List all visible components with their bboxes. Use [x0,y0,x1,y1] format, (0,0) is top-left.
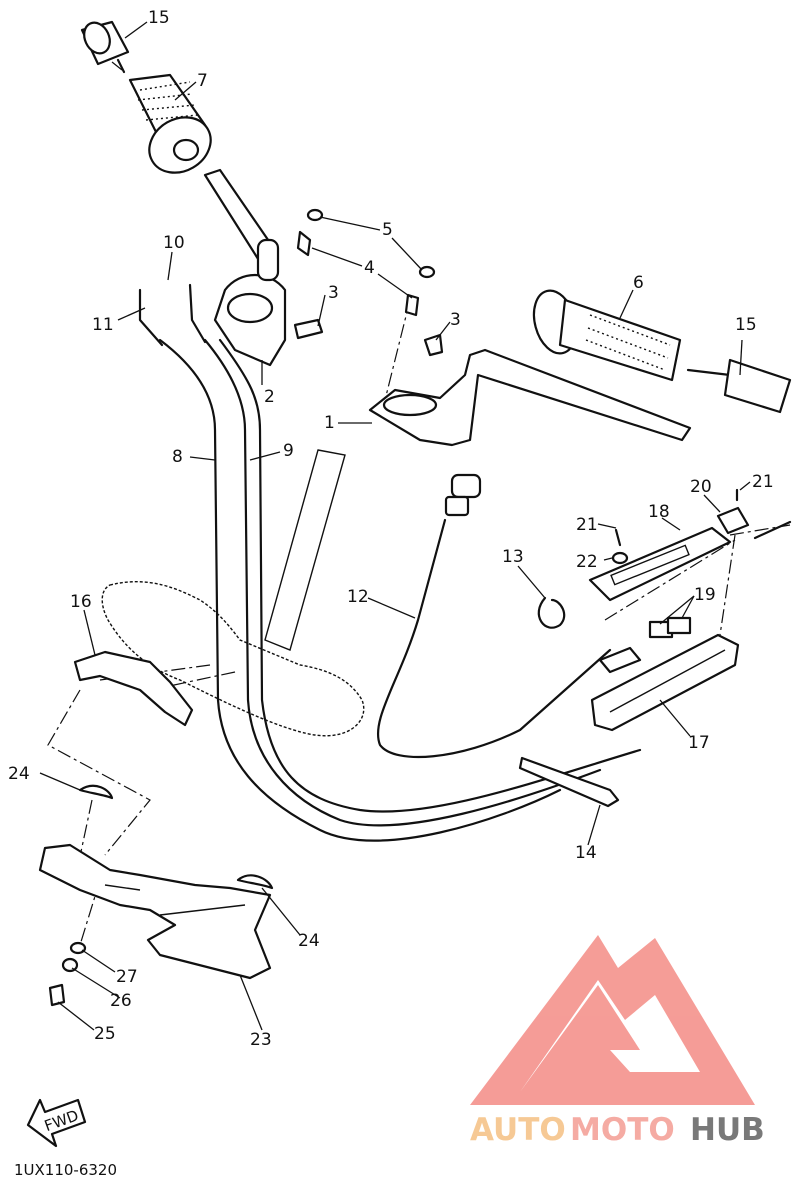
label-19: 19 [694,585,716,605]
label-12: 12 [347,587,369,607]
fasteners [48,941,87,1007]
label-10: 10 [163,233,185,253]
watermark-hub: HUB [690,1112,765,1148]
label-22: 22 [576,552,598,572]
label-26: 26 [110,991,132,1011]
label-21-left: 21 [576,515,598,535]
throttle-grip [128,73,212,174]
cable-clip [537,596,566,629]
label-16: 16 [70,592,92,612]
assembly-lines [47,61,791,946]
label-4: 4 [364,258,375,278]
label-3-upper: 3 [328,283,339,303]
watermark-moto: MOTO [570,1112,675,1148]
choke-cable [376,473,612,759]
switch-contacts [648,616,692,639]
grip-end-weight-left [80,20,130,74]
frame-tube [264,449,346,651]
label-6: 6 [633,273,644,293]
label-27: 27 [116,967,138,987]
label-1: 1 [324,413,335,433]
label-21-right: 21 [752,472,774,492]
switch-housing [590,633,740,732]
handlebar [368,348,692,447]
automotohub-logo: AUTO MOTO HUB [470,935,765,1148]
label-17: 17 [688,733,710,753]
logo-mark [470,935,755,1105]
cable-tie [518,756,620,808]
throttle-cables [138,283,642,842]
label-15-right: 15 [735,315,757,335]
lower-cover [38,843,272,980]
grip-end-weight-right [686,358,792,414]
cable-bracket [73,650,194,727]
label-14: 14 [575,843,597,863]
label-13: 13 [502,547,524,567]
throttle-housing [213,238,287,367]
label-8: 8 [172,447,183,467]
leader-lines [39,21,751,1031]
watermark-auto: AUTO [470,1112,566,1148]
fwd-arrow-icon [26,1098,87,1148]
label-2: 2 [264,387,275,407]
switch-body [588,488,792,602]
label-18: 18 [648,502,670,522]
frame-outline [101,581,365,737]
label-15-top: 15 [148,8,170,28]
part-labels: 15 7 5 4 3 3 6 15 1 2 10 11 8 9 12 13 18… [8,8,774,1050]
label-20: 20 [690,477,712,497]
label-25: 25 [94,1024,116,1044]
label-24-right: 24 [298,931,320,951]
left-grip [532,289,682,382]
drawing-code: 1UX110-6320 [14,1161,117,1179]
label-11: 11 [92,315,114,335]
clip-24-right [236,874,274,890]
screws [293,208,444,357]
clip-24-left [78,784,114,800]
label-9: 9 [283,441,294,461]
label-5: 5 [382,220,393,240]
label-7: 7 [197,71,208,91]
label-23: 23 [250,1030,272,1050]
label-3-lower: 3 [450,310,461,330]
label-24-left: 24 [8,764,30,784]
